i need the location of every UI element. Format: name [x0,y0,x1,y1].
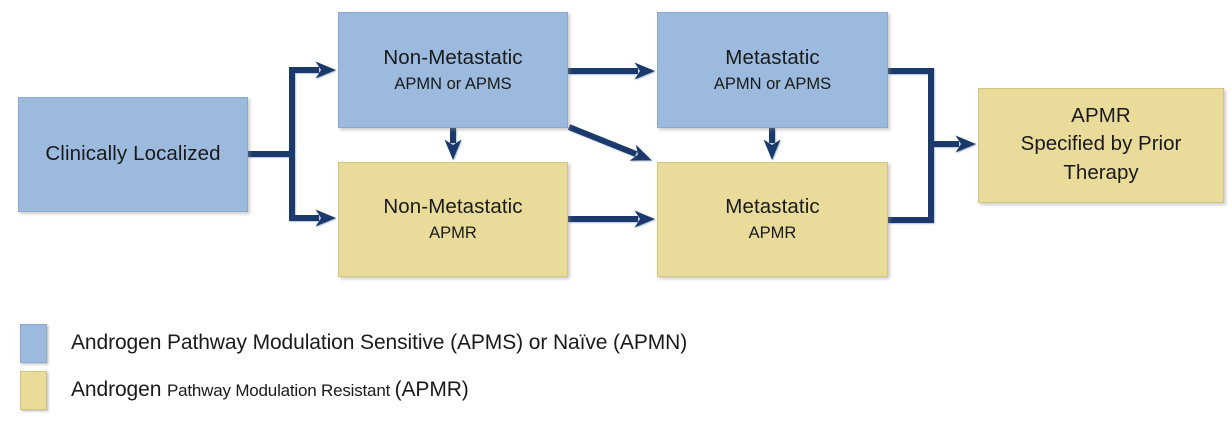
node-apmr-specified-by-prior-therapy: APMR Specified by Prior Therapy [978,88,1224,203]
node-subtitle: APMR [429,224,477,243]
legend-label-sensitive: Androgen Pathway Modulation Sensitive (A… [71,331,688,354]
node-title: Non-Metastatic [383,195,523,219]
legend-label-part-small: Pathway Modulation Resistant [167,381,395,400]
node-title: APMR [1071,104,1131,128]
node-subtitle: APMR [748,224,797,243]
legend-label-resistant: Androgen Pathway Modulation Resistant (A… [71,378,469,402]
connector-metastatic-merge-bracket [888,68,934,223]
arrow-nonmet-sensitive-to-met-resistant [567,124,652,161]
legend-swatch-yellow [20,370,47,410]
node-metastatic-sensitive: Metastatic APMN or APMS [657,12,888,128]
node-subtitle: APMN or APMS [713,74,832,93]
legend-swatch-blue [20,323,47,363]
legend-item-resistant: Androgen Pathway Modulation Resistant (A… [20,370,469,410]
node-title: Metastatic [725,195,820,219]
node-metastatic-resistant: Metastatic APMR [657,162,888,277]
legend-label-part: (APMR) [394,378,469,401]
node-subtitle: Specified by Prior Therapy [1020,132,1182,184]
node-subtitle: APMN or APMS [394,74,512,93]
node-title: Non-Metastatic [383,45,523,69]
arrow-localized-to-nonmet-sensitive [289,61,336,221]
node-title: Clinically Localized [45,142,221,166]
legend-item-sensitive: Androgen Pathway Modulation Sensitive (A… [20,323,688,363]
node-non-metastatic-sensitive: Non-Metastatic APMN or APMS [338,12,568,128]
node-title: Metastatic [725,45,820,69]
node-non-metastatic-resistant: Non-Metastatic APMR [338,162,568,277]
legend-label-part: Androgen [71,378,168,401]
node-clinically-localized: Clinically Localized [18,97,248,212]
